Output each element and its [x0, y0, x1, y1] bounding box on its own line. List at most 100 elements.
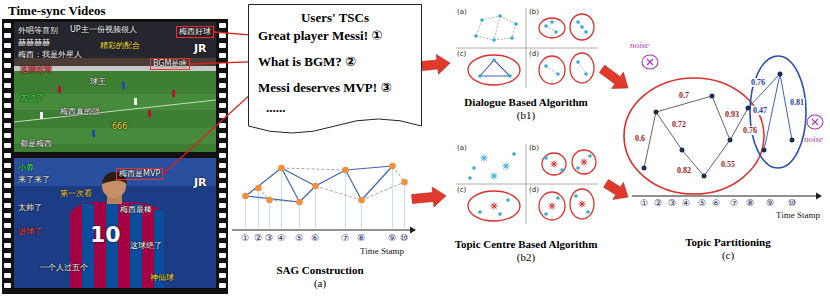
panel-title: Dialogue Based Algorithm [464, 96, 587, 109]
panel-id: (b1) [517, 109, 535, 122]
comment-dot [255, 185, 262, 192]
comment-dot [544, 24, 548, 28]
time-index: ⑤ [698, 198, 706, 208]
time-index: ③ [668, 198, 676, 208]
danmaku-text: 第一次看 [60, 188, 92, 199]
comment-dot [401, 179, 408, 186]
panel-region: Dialogue Based Algorithm(b1) [450, 4, 602, 122]
edge-weight: 0.6 [634, 134, 646, 143]
danmaku-text: 来了来了 [18, 174, 50, 185]
subpanel-label: (c) [457, 50, 466, 58]
danmaku-text: 小蓉 [18, 162, 34, 173]
watermark: JR [194, 176, 207, 189]
strong-link [246, 168, 282, 196]
noise-mark [812, 119, 818, 125]
group-ellipse [542, 153, 566, 175]
comment-dot [514, 22, 518, 26]
comment-dot [512, 152, 516, 156]
comment-dot [312, 183, 319, 190]
comment-dot [556, 196, 560, 200]
comment-dot [492, 38, 496, 42]
panel-title: SAG Construction [276, 264, 363, 277]
group-ellipse [750, 56, 806, 168]
time-index: ① [640, 198, 648, 208]
time-drop-line [246, 166, 405, 230]
noise-label: noise [804, 134, 823, 144]
danmaku-text: 这球绝了 [130, 240, 162, 251]
strong-link [300, 186, 316, 202]
jersey-number: 10 [90, 222, 121, 247]
comment-dot [680, 148, 685, 153]
comment-dot [472, 166, 476, 170]
film-strip [2, 19, 228, 294]
comment-highlight: 梅西是MVP [116, 168, 163, 180]
document-outline [249, 5, 422, 134]
comment-dot [266, 197, 273, 204]
comment-dot [576, 166, 580, 170]
comment-text: BGM是啥 [153, 60, 187, 68]
video-frame [134, 98, 137, 105]
weighted-link [656, 112, 682, 150]
danmaku-text: 666 [112, 122, 127, 131]
weak-link [500, 16, 516, 24]
danmaku-text: 太强了 [20, 92, 44, 103]
time-index: ② [654, 198, 662, 208]
document-shape: Users' TSCsGreat player Messi! ①What is … [248, 4, 422, 142]
noise-label: noise [630, 40, 649, 50]
weighted-link [780, 74, 792, 140]
danmaku-text: 都是梅西 [20, 138, 52, 149]
time-index: ④ [682, 198, 690, 208]
topic-centre-panels [456, 144, 598, 224]
edge-weight: 0.72 [671, 120, 687, 129]
time-index: ⑧ [746, 198, 754, 208]
weak-link [246, 166, 405, 202]
time-index: ⑦ [730, 198, 738, 208]
subpanel-label: (c) [457, 186, 466, 194]
panel-id: (a) [314, 277, 326, 290]
video-frame [14, 22, 216, 152]
strong-link [346, 170, 362, 200]
time-index: ① [241, 233, 249, 243]
danmaku-text: 这脚传球 [20, 64, 52, 75]
comment-dot [544, 212, 548, 216]
strong-link [316, 170, 346, 186]
comment-dot [642, 166, 647, 171]
subpanel-label: (d) [529, 50, 539, 58]
comment-dot [506, 198, 510, 202]
noise-mark [647, 59, 653, 65]
time-drop-line [269, 200, 270, 230]
flow-arrow [604, 180, 628, 200]
film-strip [2, 19, 228, 294]
sag-graph [232, 163, 416, 234]
comment-dot [550, 20, 554, 24]
comment-line: What is BGM? ② [258, 54, 356, 69]
flow-arrow [422, 55, 451, 75]
comment-dot [468, 152, 592, 216]
group-ellipse [468, 14, 594, 85]
time-drop-line [315, 186, 316, 230]
comment-dot [278, 165, 285, 172]
flow-arrow [422, 55, 451, 75]
time-drop-line [361, 200, 362, 230]
figure-heading: Time-sync Videos [2, 2, 228, 19]
weak-link [362, 182, 405, 200]
film-strip [4, 21, 12, 292]
time-axis [816, 193, 822, 200]
time-index: ⑤ [295, 233, 303, 243]
comment-dot [480, 18, 484, 22]
weak-link [546, 66, 558, 74]
group-ellipse [570, 189, 594, 219]
strong-link [282, 168, 316, 186]
video-frame [58, 86, 61, 93]
film-strip [219, 21, 227, 292]
time-drop-line [258, 188, 259, 230]
panel-grid [456, 8, 598, 88]
comment-dot [544, 156, 548, 160]
dialogue-panels [456, 8, 598, 88]
video-frame [14, 158, 216, 288]
comment-dot [342, 167, 349, 174]
edge-weight: 0.76 [750, 78, 766, 87]
axis-label: Time Stamp [776, 210, 820, 220]
edge-weight: 0.93 [724, 110, 740, 119]
